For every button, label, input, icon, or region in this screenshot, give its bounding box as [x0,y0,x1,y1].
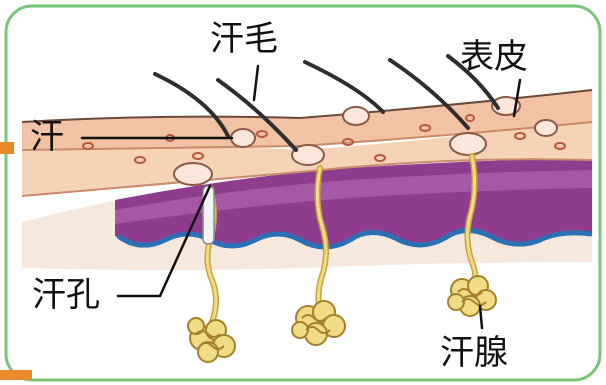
label-gland: 汗腺 [440,336,508,370]
label-sweat: 汗 [30,120,64,154]
label-hair: 汗毛 [210,22,278,56]
sweat-droplet [174,163,212,185]
left-accent-bar-bottom [0,370,32,380]
label-pore: 汗孔 [32,278,100,312]
sweat-droplet [535,120,557,136]
sweat-droplet [343,107,369,125]
sweat-droplet [231,129,255,147]
sweat-droplet [450,133,486,155]
label-epidermis: 表皮 [460,40,528,74]
left-accent-bar [0,142,14,154]
pore-opening [203,186,214,244]
